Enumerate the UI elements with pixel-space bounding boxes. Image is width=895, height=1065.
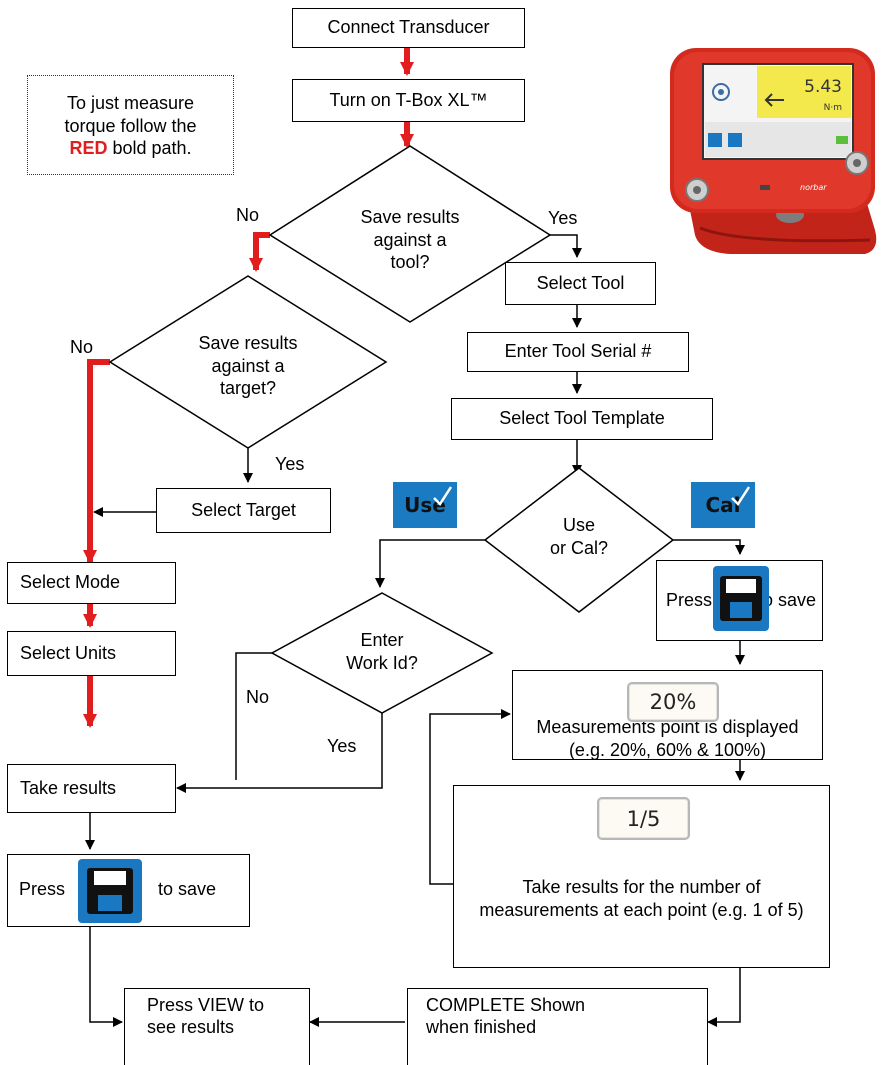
decision-target-line3: target?	[219, 378, 277, 398]
decision-tool-line3: tool?	[390, 252, 430, 272]
floppy-save-icon	[78, 859, 142, 923]
note-line2: torque follow the	[64, 115, 197, 136]
decision-use-cal-line1: Use	[562, 515, 595, 535]
take-results-count-line1: Take results for the number of	[522, 877, 761, 897]
decision-tool-diamond	[268, 145, 552, 323]
press-view-step: Press VIEW to see results	[124, 988, 310, 1065]
device-brand: norbar	[800, 183, 827, 192]
complete-shown-line2: when finished	[426, 1016, 537, 1037]
decision-work-id-text: Enter Work Id?	[322, 629, 442, 674]
cal-button-icon: Cal	[691, 482, 755, 528]
decision-target-line2: against a	[211, 355, 285, 376]
decision-work-id-line1: Enter	[360, 630, 404, 650]
note-line3: RED bold path.	[28, 137, 233, 160]
to-save-label: to save	[158, 879, 217, 899]
select-mode-step: Select Mode	[7, 562, 176, 604]
edge-label-no-target: No	[70, 337, 94, 357]
connect-transducer-step: Connect Transducer	[292, 8, 525, 48]
note-red-word: RED	[69, 138, 108, 158]
count-display: 1/5	[597, 797, 690, 840]
edge-label-yes-target: Yes	[275, 454, 305, 474]
decision-target-text: Save results against a target?	[158, 332, 338, 400]
decision-use-cal-text: Use or Cal?	[519, 514, 639, 559]
decision-target-diamond	[108, 275, 388, 449]
decision-work-id-diamond	[270, 592, 494, 714]
measurement-point-step: Measurements point is displayed (e.g. 20…	[512, 670, 823, 760]
red-path-note: To just measure torque follow the RED bo…	[27, 75, 234, 175]
decision-use-cal-diamond	[483, 467, 675, 613]
select-units-step: Select Units	[7, 631, 176, 676]
decision-tool-text: Save results against a tool?	[320, 206, 500, 274]
press-view-line2: see results	[147, 1016, 235, 1037]
measurement-point-text: Measurements point is displayed (e.g. 20…	[513, 716, 822, 761]
select-tool-step: Select Tool	[505, 262, 656, 305]
edge-label-no-tool: No	[236, 205, 260, 225]
device-reading: 5.43	[804, 77, 842, 97]
select-tool-template-step: Select Tool Template	[451, 398, 713, 440]
measurement-point-line2: (e.g. 20%, 60% & 100%)	[568, 739, 767, 760]
decision-work-id-line2: Work Id?	[346, 652, 418, 673]
note-line3-rest: bold path.	[107, 138, 192, 158]
decision-use-cal-line2: or Cal?	[549, 537, 609, 558]
decision-target-line1: Save results	[198, 333, 298, 353]
turn-on-step: Turn on T-Box XL™	[292, 79, 525, 122]
edge-label-no-work-id: No	[246, 687, 270, 707]
take-results-count-text: Take results for the number of measureme…	[454, 876, 829, 921]
percent-display: 20%	[627, 682, 719, 722]
take-results-step: Take results	[7, 764, 176, 813]
note-line1: To just measure	[66, 93, 195, 113]
use-button-icon: Use	[393, 482, 457, 528]
to-save-label: to save	[758, 590, 817, 610]
edge-label-yes-work-id: Yes	[327, 736, 357, 756]
complete-shown-step: COMPLETE Shown when finished	[407, 988, 708, 1065]
edge-label-yes-tool: Yes	[548, 208, 578, 228]
device-unit: N·m	[824, 103, 842, 113]
take-results-count-line2: measurements at each point (e.g. 1 of 5)	[479, 899, 804, 920]
complete-shown-line1: COMPLETE Shown	[426, 995, 586, 1015]
select-target-step: Select Target	[156, 488, 331, 533]
press-label: Press	[666, 590, 713, 610]
measurement-point-line1: Measurements point is displayed	[536, 717, 799, 737]
decision-tool-line2: against a	[373, 229, 447, 250]
press-label: Press	[19, 879, 66, 899]
tbox-device-image: 5.43 N·m norbar	[660, 30, 890, 260]
press-view-line1: Press VIEW to	[147, 995, 265, 1015]
enter-tool-serial-step: Enter Tool Serial #	[467, 332, 689, 372]
floppy-save-icon	[713, 566, 769, 631]
use-button-label: Use	[404, 493, 446, 517]
decision-tool-line1: Save results	[360, 207, 460, 227]
cal-button-label: Cal	[705, 493, 741, 517]
